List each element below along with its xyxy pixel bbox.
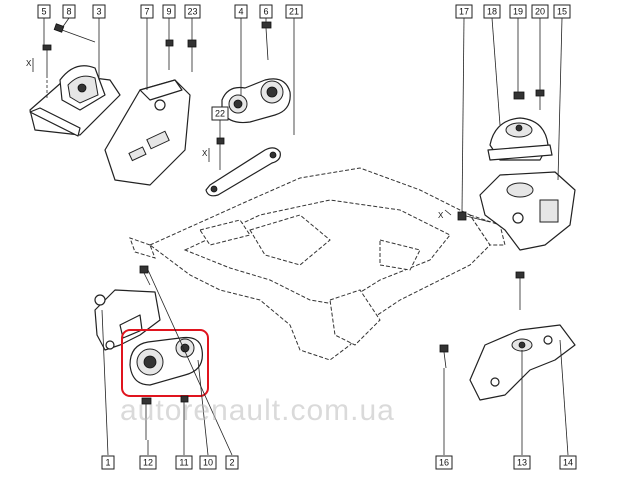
svg-text:16: 16: [439, 458, 449, 468]
callout-19: 19: [509, 4, 527, 19]
axis-mark-x3: X: [438, 211, 444, 220]
part-1-bracket: [94, 289, 161, 351]
callout-23: 23: [184, 4, 201, 19]
axis-mark-x1: X: [26, 59, 32, 68]
svg-text:15: 15: [557, 7, 567, 17]
part-8-bolt: [53, 23, 96, 43]
part-11-bolt: [180, 395, 189, 428]
svg-text:21: 21: [289, 7, 299, 17]
callout-10: 10: [199, 455, 217, 470]
part-16-bolt: [439, 344, 449, 369]
svg-text:10: 10: [203, 458, 213, 468]
svg-text:18: 18: [487, 7, 497, 17]
axis-mark-x2: X: [202, 149, 208, 158]
part-15-bracket: [479, 171, 576, 251]
part-5-bolt: [42, 44, 52, 100]
watermark: autorenault.com.ua: [120, 394, 395, 427]
svg-text:14: 14: [563, 458, 573, 468]
svg-text:11: 11: [179, 458, 188, 468]
svg-text:9: 9: [166, 7, 171, 17]
svg-text:4: 4: [238, 7, 243, 17]
svg-text:13: 13: [517, 458, 527, 468]
callout-3: 3: [92, 4, 106, 19]
callout-9: 9: [162, 4, 176, 19]
part-20-bolt: [535, 89, 545, 110]
svg-text:1: 1: [105, 458, 110, 468]
svg-text:17: 17: [459, 7, 469, 17]
svg-text:8: 8: [66, 7, 71, 17]
part-4-torque-rod: [221, 78, 291, 124]
svg-text:20: 20: [535, 7, 545, 17]
part-7-bracket: [104, 79, 191, 186]
callout-16: 16: [435, 455, 453, 470]
callout-2: 2: [225, 455, 239, 470]
callout-17: 17: [455, 4, 473, 19]
callout-22: 22: [211, 106, 229, 121]
svg-text:2: 2: [229, 458, 234, 468]
leader-lines: [43, 17, 569, 456]
callouts-bottom: 1 12 11 10 2 16 13 14: [101, 455, 577, 470]
callouts-top: 5 8 3 7 9 23 4 6 21 22 17 18 19 20 15: [37, 4, 571, 121]
svg-text:12: 12: [143, 458, 153, 468]
callout-7: 7: [140, 4, 154, 19]
callout-8: 8: [62, 4, 76, 19]
callout-12: 12: [139, 455, 157, 470]
part-10-torque-rod: [129, 336, 203, 386]
svg-text:7: 7: [144, 7, 149, 17]
part-3-mount: [29, 65, 121, 137]
part-6-bolt: [261, 21, 272, 61]
part-13-stud: [515, 271, 525, 310]
callout-6: 6: [259, 4, 273, 19]
callout-14: 14: [559, 455, 577, 470]
callout-20: 20: [531, 4, 549, 19]
axis-marks: X X X: [26, 58, 452, 220]
part-23-bolt: [187, 39, 197, 72]
part-19-nut: [513, 91, 525, 100]
callout-5: 5: [37, 4, 51, 19]
callout-13: 13: [513, 455, 531, 470]
svg-text:5: 5: [41, 7, 46, 17]
svg-text:6: 6: [263, 7, 268, 17]
part-22-bolt: [216, 137, 225, 170]
callout-18: 18: [483, 4, 501, 19]
svg-text:19: 19: [513, 7, 523, 17]
callout-4: 4: [234, 4, 248, 19]
part-21-link-rod: [205, 147, 281, 197]
part-2-bolt: [139, 265, 151, 286]
callout-15: 15: [553, 4, 571, 19]
svg-text:23: 23: [187, 7, 197, 17]
svg-text:3: 3: [96, 7, 101, 17]
callout-21: 21: [285, 4, 303, 19]
callout-11: 11: [175, 455, 193, 470]
callout-1: 1: [101, 455, 115, 470]
subframe: [129, 167, 506, 361]
svg-text:22: 22: [215, 109, 225, 119]
part-12-bolt: [141, 397, 152, 440]
part-18-mount: [487, 117, 553, 161]
part-9-bolt: [165, 39, 174, 70]
part-14-bracket: [469, 324, 576, 401]
highlight-frame: [121, 329, 209, 397]
